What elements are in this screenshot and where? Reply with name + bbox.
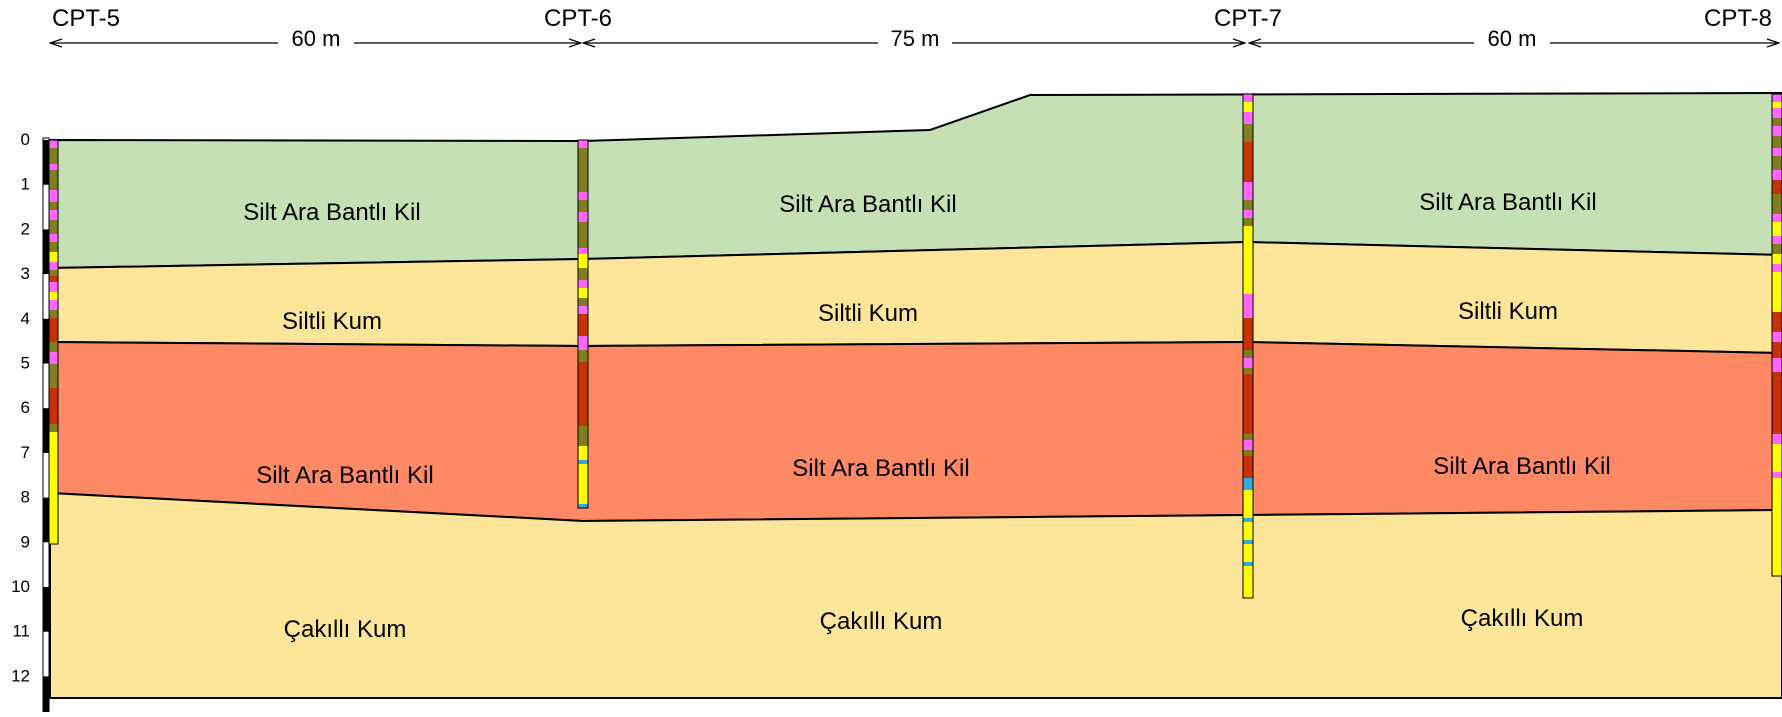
layer-label-1b: Silt Ara Bantlı Kil [779, 191, 956, 218]
spacing-label-3: 60 m [1488, 26, 1537, 51]
depth-band [43, 318, 49, 364]
layer-label-2c: Siltli Kum [1458, 298, 1558, 325]
depth-tick-label: 11 [12, 622, 30, 641]
depth-tick-label: 7 [21, 443, 30, 462]
cpt5-label: CPT-5 [52, 5, 120, 32]
depth-tick-label: 1 [21, 175, 30, 194]
layer-label-1a: Silt Ara Bantlı Kil [243, 199, 420, 226]
depth-tick-label: 5 [21, 354, 30, 373]
layer-label-3c: Silt Ara Bantlı Kil [1433, 453, 1610, 480]
depth-tick-label: 9 [21, 532, 30, 551]
layer-gravelly-sand [49, 491, 1782, 699]
layer-label-4c: Çakıllı Kum [1461, 605, 1584, 632]
depth-tick-label: 4 [21, 309, 30, 328]
cpt-logs [48, 93, 1782, 599]
depth-tick-label: 0 [21, 130, 30, 149]
depth-tick-label: 8 [21, 488, 30, 507]
layer-silt-banded-clay [49, 340, 1782, 523]
cpt8-label: CPT-8 [1704, 5, 1772, 32]
spacing-label-1: 60 m [292, 26, 341, 51]
layer-label-3b: Silt Ara Bantlı Kil [792, 455, 969, 482]
depth-band [43, 497, 49, 543]
depth-tick-label: 6 [21, 398, 30, 417]
cpt6-label: CPT-6 [544, 5, 612, 32]
layer-label-2b: Siltli Kum [818, 300, 918, 327]
cpt7-label: CPT-7 [1214, 5, 1282, 32]
spacing-label-2: 75 m [891, 26, 940, 51]
depth-band [43, 587, 49, 632]
layer-label-4a: Çakıllı Kum [284, 616, 407, 643]
depth-tick-label: 2 [21, 219, 30, 238]
layer-label-1c: Silt Ara Bantlı Kil [1419, 189, 1596, 216]
layer-topsoil-clay [49, 91, 1782, 270]
depth-band [43, 140, 49, 185]
depth-tick-label: 10 [11, 577, 30, 596]
depth-band [43, 229, 49, 275]
depth-band [43, 676, 49, 717]
layer-label-4b: Çakıllı Kum [820, 608, 943, 635]
layer-label-2a: Siltli Kum [282, 308, 382, 335]
layer-label-3a: Silt Ara Bantlı Kil [256, 462, 433, 489]
depth-band [43, 408, 49, 453]
depth-tick-label: 12 [11, 666, 30, 685]
depth-tick-label: 3 [21, 264, 30, 283]
